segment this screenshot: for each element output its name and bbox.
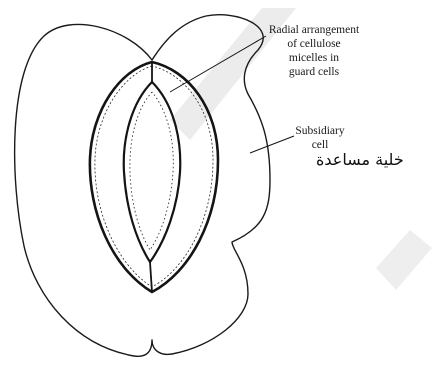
- stomatal-pore: [124, 82, 181, 262]
- radial-label-line-3: micelles in: [254, 51, 374, 65]
- radial-label-line-2: of cellulose: [254, 37, 374, 51]
- pore-inner-texture: [130, 92, 173, 250]
- radial-label-line-1: Radial arrangement: [254, 23, 374, 37]
- radial-arrangement-label: Radial arrangement of cellulose micelles…: [254, 23, 374, 79]
- subsidiary-label-line-1: Subsidiary: [282, 124, 358, 138]
- guard-junction-bottom: [150, 262, 152, 292]
- watermark-stroke-lower: [376, 230, 432, 290]
- arabic-subsidiary-label: خلية مساعدة: [316, 150, 404, 170]
- radial-label-line-4: guard cells: [254, 65, 374, 79]
- subsidiary-cell-label: Subsidiary cell: [282, 124, 358, 152]
